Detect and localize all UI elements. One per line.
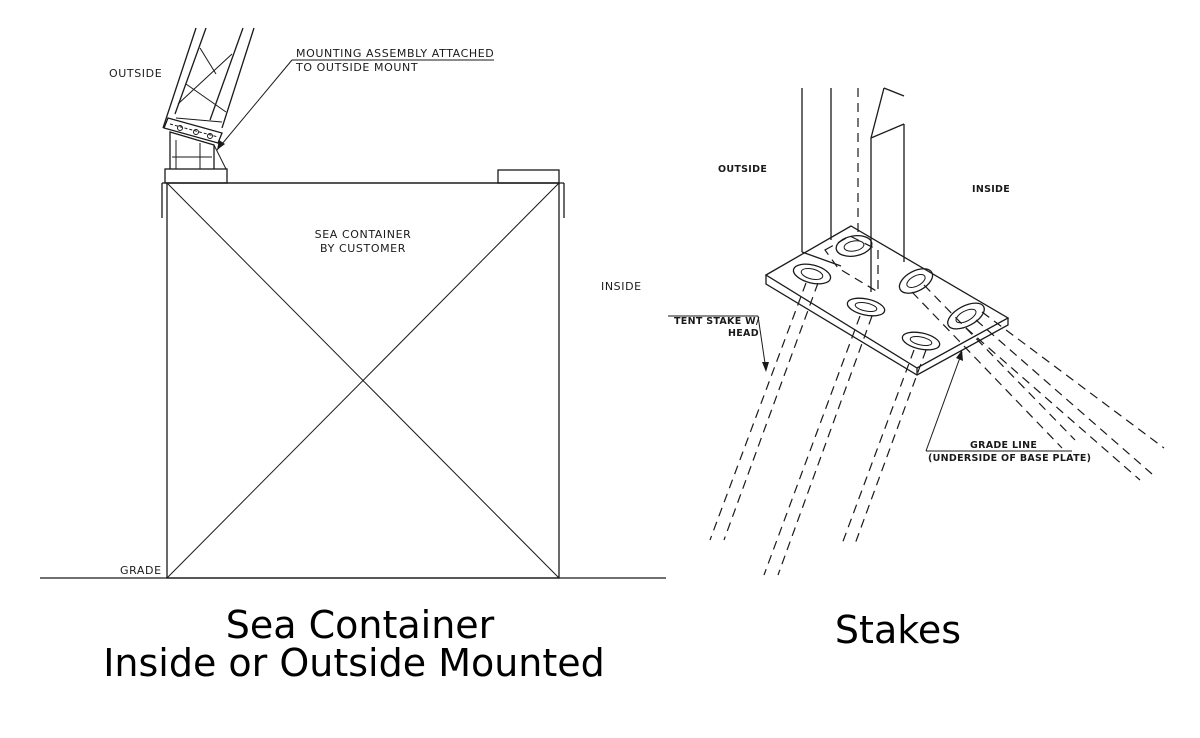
mounting-plate-left	[164, 168, 228, 184]
callout-arrowhead	[217, 140, 225, 150]
vertical-post	[801, 88, 859, 267]
stake-head-2	[835, 235, 873, 257]
stake-head-3	[846, 297, 886, 317]
angled-truss-member	[870, 87, 905, 292]
container-diagonal-2	[166, 182, 560, 579]
right-inside-label: INSIDE	[972, 184, 1010, 195]
stakes-diagram: OUTSIDE INSIDE TENT STAKE W/ HEAD GRADE …	[668, 87, 1165, 652]
stake-head-6	[947, 302, 985, 330]
right-caption: Stakes	[835, 608, 961, 652]
stake-head-5	[901, 331, 941, 351]
left-callout-line2: TO OUTSIDE MOUNT	[295, 61, 418, 74]
sea-container-diagram: OUTSIDE MOUNTING ASSEMBLY ATTACHED TO OU…	[40, 27, 666, 685]
tent-stake-arrowhead	[762, 362, 769, 372]
left-caption-line2: Inside or Outside Mounted	[103, 641, 605, 685]
left-caption-line1: Sea Container	[226, 603, 495, 647]
container-label-line2: BY CUSTOMER	[320, 242, 406, 255]
tent-stake-label-line2: HEAD	[728, 328, 759, 339]
callout-leader-line	[216, 59, 293, 151]
truss-leg	[162, 27, 255, 129]
left-callout-line1: MOUNTING ASSEMBLY ATTACHED	[296, 47, 494, 60]
stake-head-4	[898, 268, 934, 294]
stake-head-1	[792, 263, 832, 285]
mounting-bracket	[163, 117, 227, 170]
container-label-line1: SEA CONTAINER	[315, 228, 412, 241]
grade-line-label-line1: GRADE LINE	[970, 440, 1037, 451]
left-outside-label: OUTSIDE	[109, 67, 162, 80]
grade-line-arrowhead	[956, 350, 963, 361]
tent-stake-label-line1: TENT STAKE W/	[674, 316, 760, 327]
grade-line-label-line2: (UNDERSIDE OF BASE PLATE)	[928, 453, 1091, 464]
stake-heads	[792, 235, 985, 351]
grade-line-leader	[925, 351, 963, 452]
hidden-stakes	[709, 282, 1165, 576]
tent-stake-leader	[757, 315, 767, 371]
grade-label: GRADE	[120, 564, 162, 577]
corner-casting-right	[497, 169, 560, 184]
right-outside-label: OUTSIDE	[718, 164, 767, 175]
left-inside-label: INSIDE	[601, 280, 642, 293]
